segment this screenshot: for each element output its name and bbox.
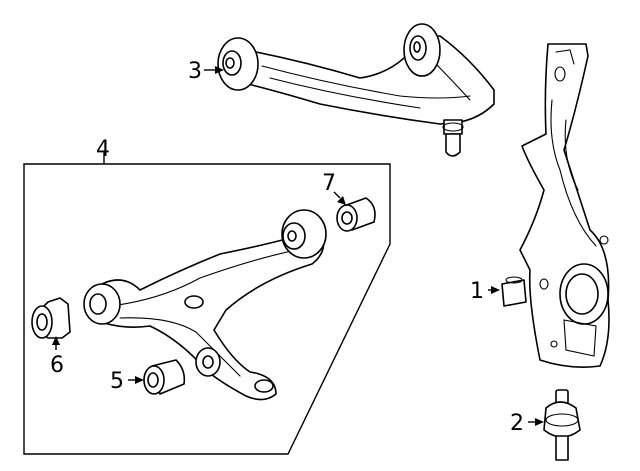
lower-control-arm[interactable]: [83, 209, 327, 401]
leader-5: [128, 376, 144, 384]
leader-1: [488, 286, 500, 294]
leader-7: [333, 191, 346, 205]
callout-7: 7: [322, 171, 336, 196]
callout-5: 5: [110, 369, 124, 394]
arm-bushing[interactable]: [336, 197, 376, 232]
callout-2: 2: [510, 411, 524, 436]
upper-control-arm[interactable]: [217, 23, 495, 157]
leader-2: [528, 418, 544, 426]
callout-4: 4: [96, 137, 110, 162]
steering-knuckle[interactable]: [501, 43, 610, 368]
rear-bushing[interactable]: [143, 359, 186, 395]
callout-6: 6: [50, 353, 64, 378]
callout-1: 1: [470, 279, 484, 304]
leader-6: [52, 336, 60, 350]
leader-3: [204, 66, 224, 74]
lower-ball-joint[interactable]: [543, 389, 581, 461]
callout-3: 3: [188, 59, 202, 84]
front-bushing[interactable]: [31, 297, 71, 339]
lower-arm-group-box: [23, 152, 391, 455]
